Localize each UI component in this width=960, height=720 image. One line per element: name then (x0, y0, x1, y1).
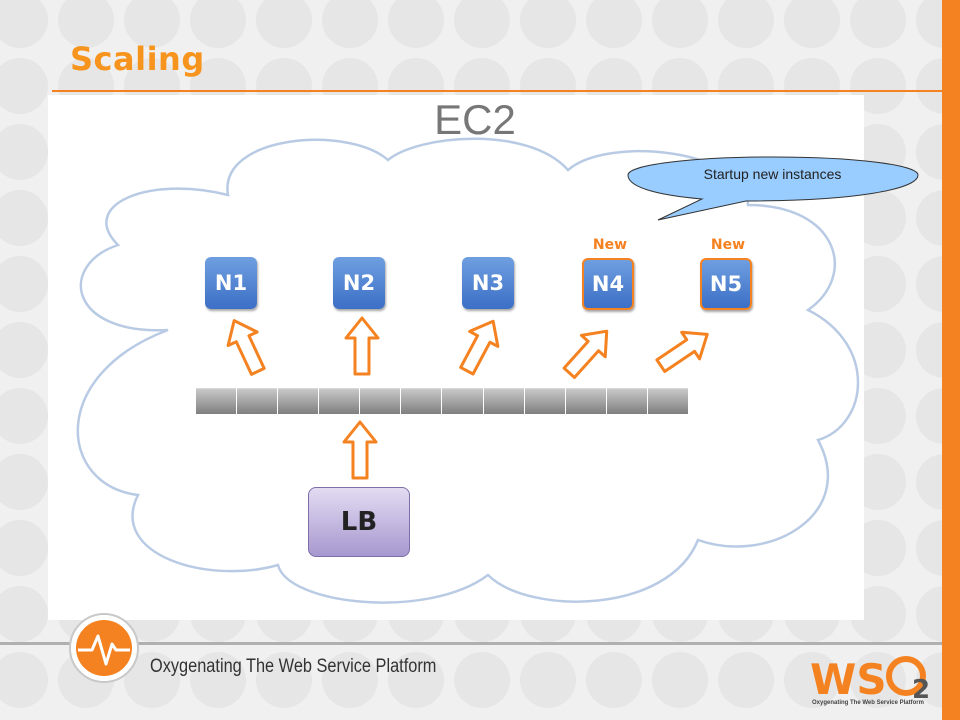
background-circle (0, 520, 48, 576)
arrow-to-n3 (451, 312, 509, 380)
queue-segment (606, 388, 647, 414)
queue-segment (360, 388, 401, 414)
arrow-to-n2 (344, 316, 380, 376)
background-circle (454, 652, 510, 708)
background-circle (0, 58, 48, 114)
background-circle (58, 0, 114, 48)
queue-segment (442, 388, 483, 414)
background-circle (718, 652, 774, 708)
arrow-to-n4 (555, 318, 621, 386)
pulse-logo-icon (69, 613, 139, 683)
slide-title: Scaling (70, 40, 205, 78)
new-badge-n4: New (592, 237, 628, 253)
background-circle (388, 0, 444, 48)
background-circle (454, 0, 510, 48)
background-circle (850, 520, 906, 576)
arrow-from-lb (342, 420, 378, 480)
background-circle (0, 652, 48, 708)
node-n3: N3 (462, 257, 514, 309)
background-circle (850, 0, 906, 48)
node-n2: N2 (333, 257, 385, 309)
background-circle (124, 652, 180, 708)
queue-segment (647, 388, 688, 414)
ec2-cloud-shape (76, 137, 860, 604)
queue-segment (278, 388, 319, 414)
background-circle (586, 652, 642, 708)
background-circle (718, 0, 774, 48)
callout-bubble (627, 156, 919, 221)
request-queue-bar (196, 388, 688, 414)
background-circle (256, 0, 312, 48)
svg-text:2: 2 (912, 675, 930, 702)
background-circle (0, 190, 48, 246)
background-circle (0, 0, 48, 48)
background-circle (0, 256, 48, 312)
background-circle (850, 586, 906, 642)
accent-side-bar (942, 0, 960, 720)
new-badge-n5: New (710, 237, 746, 253)
callout-text: Startup new instances (703, 166, 842, 182)
footer-tagline: Oxygenating The Web Service Platform (150, 656, 437, 677)
background-circle (850, 58, 906, 114)
queue-segment (483, 388, 524, 414)
node-n4: N4 (582, 258, 634, 310)
wso2-logo-tagline: Oxygenating The Web Service Platform (812, 700, 924, 706)
background-circle (322, 0, 378, 48)
background-circle (850, 256, 906, 312)
background-circle (652, 0, 708, 48)
footer-divider (0, 642, 942, 645)
background-circle (850, 454, 906, 510)
load-balancer-box: LB (308, 487, 410, 557)
background-circle (322, 652, 378, 708)
background-circle (0, 322, 48, 378)
background-circle (388, 652, 444, 708)
arrow-to-n5 (650, 319, 718, 381)
background-circle (850, 322, 906, 378)
title-divider (52, 90, 942, 92)
background-circle (124, 0, 180, 48)
node-n5: N5 (700, 258, 752, 310)
background-circle (190, 652, 246, 708)
background-circle (520, 652, 576, 708)
queue-segment (524, 388, 565, 414)
background-circle (0, 388, 48, 444)
wso2-logo-w: WS (810, 655, 887, 702)
background-circle (520, 0, 576, 48)
queue-segment (196, 388, 237, 414)
background-circle (784, 652, 840, 708)
ec2-label: EC2 (434, 96, 516, 143)
background-circle (190, 0, 246, 48)
wso2-logo-icon: WS 2 (810, 655, 930, 702)
background-circle (850, 190, 906, 246)
queue-segment (401, 388, 442, 414)
queue-segment (237, 388, 278, 414)
background-circle (0, 454, 48, 510)
background-circle (784, 0, 840, 48)
background-circle (0, 124, 48, 180)
background-circle (850, 388, 906, 444)
background-circle (0, 586, 48, 642)
node-n1: N1 (205, 257, 257, 309)
queue-segment (565, 388, 606, 414)
background-circle (256, 652, 312, 708)
background-circle (586, 0, 642, 48)
arrow-to-n1 (218, 312, 274, 380)
queue-segment (319, 388, 360, 414)
background-circle (652, 652, 708, 708)
